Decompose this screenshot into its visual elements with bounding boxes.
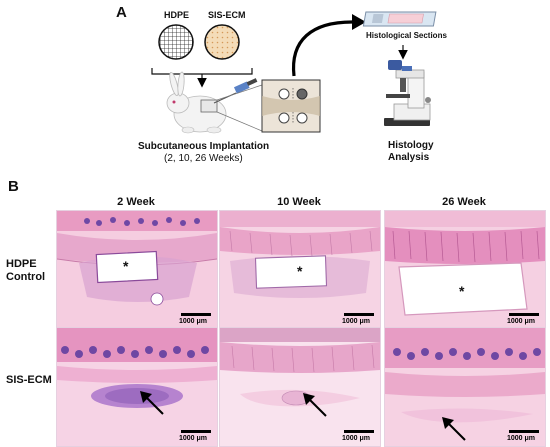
asterisk-marker: *	[123, 258, 129, 274]
tissue-image	[57, 211, 217, 329]
tile-sis-ecm-10-week: 1000 μm	[219, 327, 381, 447]
row-head-hdpe-line1: HDPE	[6, 258, 37, 270]
row-head-sis-line1: SIS-ECM	[6, 374, 52, 386]
arrow-icon	[442, 417, 466, 441]
sis-ecm-disc-icon	[204, 24, 240, 60]
histology-slide-icon	[362, 11, 437, 27]
panel-b-letter: B	[8, 178, 19, 195]
arrow-icon	[140, 391, 164, 415]
implant-weeks: (2, 10, 26 Weeks)	[164, 153, 243, 164]
sis-ecm-label: SIS-ECM	[208, 10, 246, 20]
hdpe-label: HDPE	[164, 10, 190, 20]
tile-hdpe-10-week: * 1000 μm	[219, 210, 381, 330]
scale-bar: 1000 μm	[342, 430, 374, 442]
column-head-2-week: 2 Week	[117, 196, 155, 208]
scale-bar: 1000 μm	[342, 313, 374, 325]
tile-hdpe-26-week: * 1000 μm	[384, 210, 546, 330]
tile-sis-ecm-26-week: 1000 μm	[384, 327, 546, 447]
sections-label: Histological Sections	[366, 31, 447, 40]
asterisk-marker: *	[459, 283, 465, 299]
tissue-image	[385, 328, 545, 446]
scale-bar: 1000 μm	[179, 430, 211, 442]
syringe-icon	[213, 78, 258, 104]
rabbit-icon	[166, 71, 227, 134]
scale-bar: 1000 μm	[179, 313, 211, 325]
analysis-label-1: Histology	[388, 140, 434, 151]
microscope-icon	[384, 60, 431, 126]
row-head-hdpe-control: HDPE Control	[6, 258, 45, 284]
scale-bar: 1000 μm	[507, 313, 539, 325]
row-head-sis-ecm: SIS-ECM	[6, 374, 52, 387]
scale-bar: 1000 μm	[507, 430, 539, 442]
panel-a-schematic	[151, 11, 437, 134]
column-head-26-week: 26 Week	[442, 196, 486, 208]
scale-label: 1000 μm	[342, 435, 371, 442]
hdpe-mesh-icon	[158, 24, 194, 60]
scale-label: 1000 μm	[507, 318, 536, 325]
tile-sis-ecm-2-week: 1000 μm	[56, 327, 218, 447]
tissue-image	[57, 328, 217, 446]
row-head-hdpe-line2: Control	[6, 271, 46, 283]
scale-label: 1000 μm	[342, 318, 371, 325]
implant-title: Subcutaneous Implantation	[138, 141, 270, 152]
tile-hdpe-2-week: * 1000 μm	[56, 210, 218, 330]
column-head-10-week: 10 Week	[277, 196, 321, 208]
scale-label: 1000 μm	[179, 318, 208, 325]
implant-inset	[261, 79, 321, 133]
tissue-image	[385, 211, 545, 329]
analysis-label-2: Analysis	[388, 152, 430, 163]
arrow-icon	[303, 393, 327, 417]
tissue-image	[220, 328, 380, 446]
tissue-image	[220, 211, 380, 329]
panel-a-letter: A	[116, 4, 127, 21]
scale-label: 1000 μm	[179, 435, 208, 442]
asterisk-marker: *	[297, 263, 303, 279]
scale-label: 1000 μm	[507, 435, 536, 442]
